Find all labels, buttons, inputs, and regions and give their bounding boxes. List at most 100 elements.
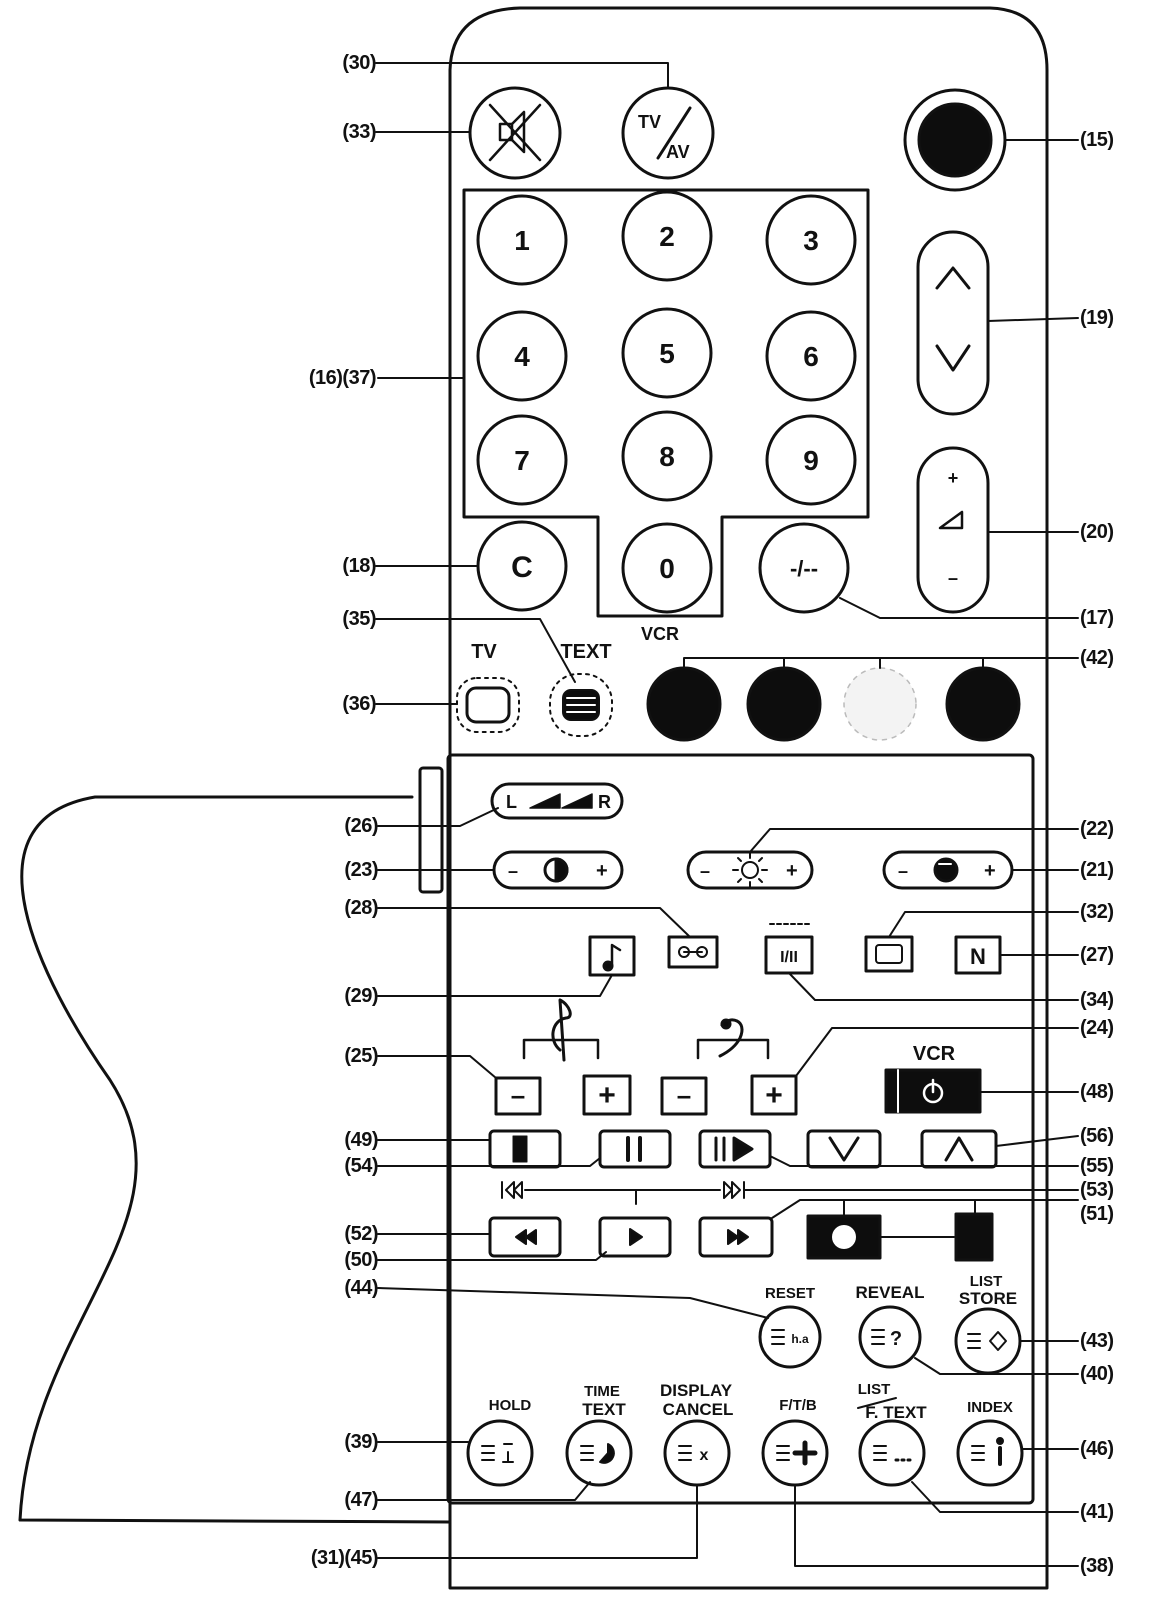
pause-button[interactable] xyxy=(598,1129,672,1169)
ftb-label: F/T/B xyxy=(779,1397,817,1414)
music-note-head xyxy=(602,960,614,972)
dash-button[interactable] xyxy=(758,522,850,614)
callout-16-37: (16)(37) xyxy=(308,367,377,389)
brightness-plus-label: + xyxy=(786,860,798,882)
balance-right-label: R xyxy=(598,792,611,812)
callout-27: (27) xyxy=(1080,944,1114,966)
reset-label: RESET xyxy=(765,1285,815,1302)
index-button[interactable] xyxy=(956,1419,1024,1487)
color-key-yellow[interactable] xyxy=(843,667,917,741)
time-text-label-1: TIME xyxy=(584,1383,620,1400)
callout-41: (41) xyxy=(1080,1501,1114,1523)
rewind-button[interactable] xyxy=(488,1216,562,1258)
bass-minus-button[interactable] xyxy=(660,1076,708,1116)
pause-icon xyxy=(626,1136,642,1162)
rewind-icon xyxy=(515,1229,537,1245)
tv-av-bottom-label: AV xyxy=(666,142,690,162)
record-icon xyxy=(832,1225,856,1249)
digit-button-5[interactable] xyxy=(621,307,713,399)
callout-32: (32) xyxy=(1080,901,1114,923)
flap-curve-line xyxy=(18,795,452,1524)
skip-forward-icon xyxy=(723,1181,745,1199)
callout-52: (52) xyxy=(344,1223,378,1245)
text-mode-button[interactable] xyxy=(549,673,613,737)
hold-label: HOLD xyxy=(489,1397,532,1414)
color-key-blue[interactable] xyxy=(945,666,1021,742)
hold-button[interactable] xyxy=(466,1419,534,1487)
channel-up-button[interactable] xyxy=(920,1129,998,1169)
numpad-frame xyxy=(462,188,870,618)
tv-av-button[interactable] xyxy=(621,86,715,180)
callout-43: (43) xyxy=(1080,1330,1114,1352)
cancel-x-icon: x xyxy=(700,1447,709,1464)
digit-button-7[interactable] xyxy=(476,414,568,506)
digit-button-4[interactable] xyxy=(476,310,568,402)
program-rocker[interactable] xyxy=(916,230,990,416)
contrast-minus-label: – xyxy=(508,861,518,881)
cross-plus-icon xyxy=(792,1440,818,1466)
reveal-button[interactable] xyxy=(858,1305,922,1369)
channel-down-button[interactable] xyxy=(806,1129,882,1169)
leader-lines xyxy=(375,62,1079,1567)
stop-icon xyxy=(512,1135,528,1163)
triangle-up-icon xyxy=(944,1136,974,1162)
record-stop-button[interactable] xyxy=(954,1212,994,1262)
chevron-down-icon xyxy=(935,344,971,372)
display-cancel-button[interactable] xyxy=(663,1419,731,1487)
callout-36: (36) xyxy=(342,693,376,715)
contrast-icon xyxy=(543,857,569,883)
tv-mode-button[interactable] xyxy=(456,677,520,733)
digit-button-8[interactable] xyxy=(621,410,713,502)
color-key-green[interactable] xyxy=(746,666,822,742)
dual-sound-label: I/II xyxy=(780,949,798,966)
callout-44: (44) xyxy=(344,1277,378,1299)
digit-label-2: 2 xyxy=(659,221,675,252)
digit-button-1[interactable] xyxy=(476,194,568,286)
play-button[interactable] xyxy=(598,1216,672,1258)
callout-26: (26) xyxy=(344,815,378,837)
list-store-label-1: LIST xyxy=(970,1273,1003,1290)
info-icon-dot xyxy=(996,1437,1004,1445)
digit-button-2[interactable] xyxy=(621,190,713,282)
fast-forward-icon xyxy=(727,1229,749,1245)
volume-plus-label: + xyxy=(948,468,959,488)
bass-minus-label: – xyxy=(677,1080,691,1110)
treble-bracket xyxy=(522,1038,600,1060)
color-key-red[interactable] xyxy=(646,666,722,742)
color-minus-label: – xyxy=(898,861,908,881)
callout-55: (55) xyxy=(1080,1155,1114,1177)
bass-plus-button[interactable] xyxy=(750,1074,798,1116)
skip-back-icon xyxy=(501,1181,523,1199)
callout-28: (28) xyxy=(344,897,378,919)
side-slide-button[interactable] xyxy=(418,766,444,894)
fast-forward-button[interactable] xyxy=(698,1216,774,1258)
music-note-icon xyxy=(610,943,622,968)
digit-label-8: 8 xyxy=(659,441,675,472)
callout-22: (22) xyxy=(1080,818,1114,840)
digit-button-0[interactable] xyxy=(621,522,713,614)
balance-button[interactable] xyxy=(490,782,624,820)
list-store-label-2: STORE xyxy=(959,1289,1017,1308)
list-store-button[interactable] xyxy=(954,1307,1022,1375)
vcr-top-label: VCR xyxy=(641,624,679,644)
digit-label-0: 0 xyxy=(659,553,675,584)
tape-button[interactable] xyxy=(667,935,719,969)
screen-button[interactable] xyxy=(864,935,914,973)
digit-button-6[interactable] xyxy=(765,310,857,402)
digit-label-3: 3 xyxy=(803,225,819,256)
list-ftext-label-1: LIST xyxy=(858,1381,891,1398)
list-ftext-button[interactable] xyxy=(858,1419,926,1487)
slow-button[interactable] xyxy=(698,1129,772,1169)
speaker-muted-icon xyxy=(488,103,542,162)
treble-minus-button[interactable] xyxy=(494,1076,542,1116)
volume-ramp-icon xyxy=(938,510,964,530)
digit-button-9[interactable] xyxy=(765,414,857,506)
volume-rocker[interactable] xyxy=(916,446,990,614)
callout-31-45: (31)(45) xyxy=(310,1547,379,1569)
treble-plus-button[interactable] xyxy=(582,1074,632,1116)
color-circle-icon xyxy=(933,857,959,883)
callout-51: (51) xyxy=(1080,1203,1114,1225)
digit-button-3[interactable] xyxy=(765,194,857,286)
time-text-button[interactable] xyxy=(565,1419,633,1487)
reset-button[interactable] xyxy=(758,1305,822,1369)
